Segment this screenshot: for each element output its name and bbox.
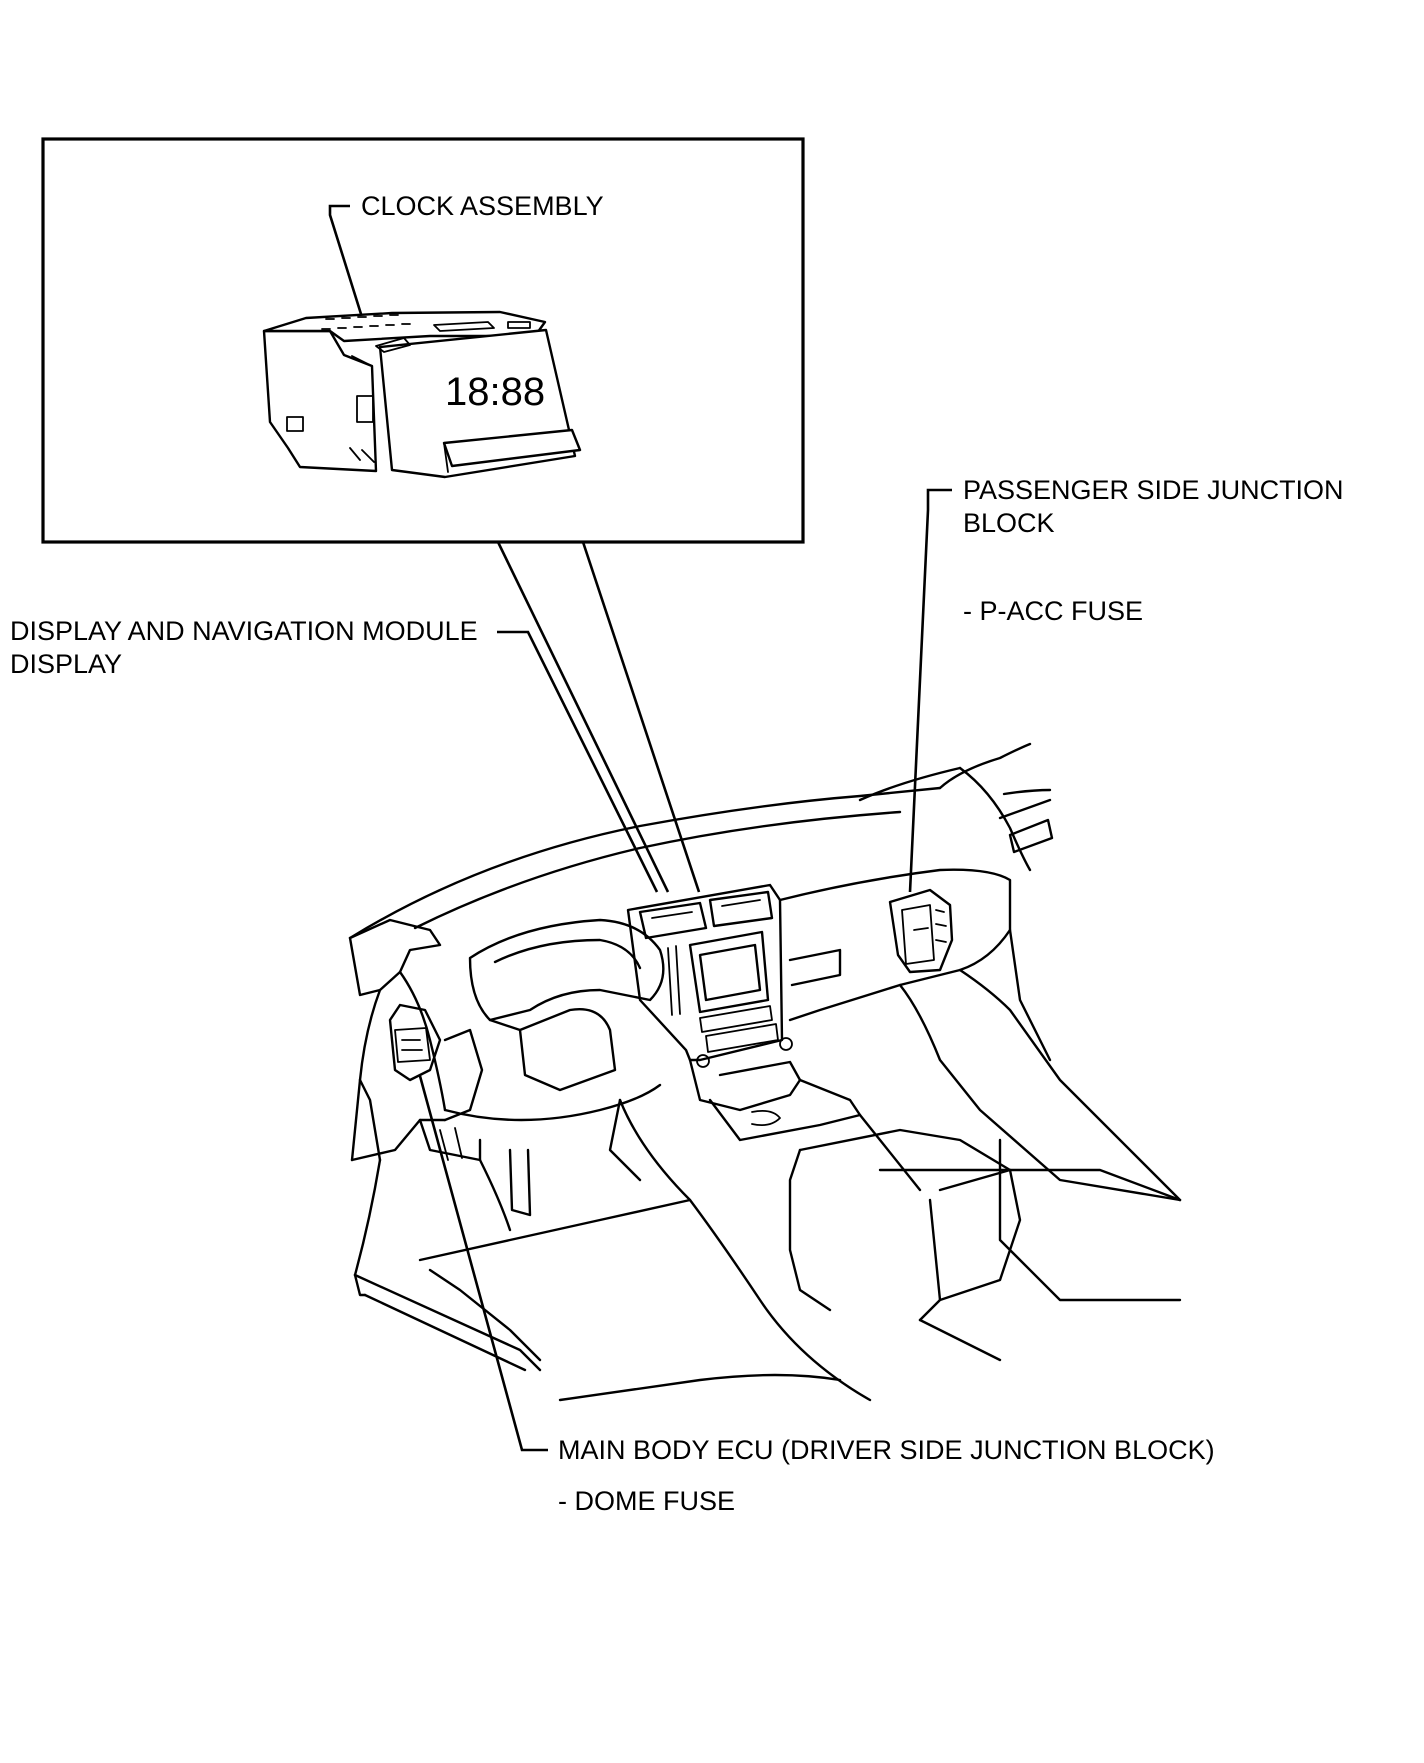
p-acc-fuse-label: - P-ACC FUSE xyxy=(963,596,1144,626)
clock-digits: 18:88 xyxy=(445,370,545,414)
clock-assembly-leader xyxy=(328,204,368,331)
passenger-junction-label-line1: PASSENGER SIDE JUNCTION xyxy=(963,475,1344,505)
display-nav-label-line2: DISPLAY xyxy=(10,649,123,679)
display-nav-leader xyxy=(497,630,659,893)
inset-leader-right xyxy=(581,541,701,893)
passenger-junction-label-line2: BLOCK xyxy=(963,508,1055,538)
dome-fuse-label: - DOME FUSE xyxy=(558,1486,736,1516)
display-nav-label-line1: DISPLAY AND NAVIGATION MODULE xyxy=(10,616,478,646)
detail-inset-frame xyxy=(41,137,805,544)
clock-assembly-drawing: 18:88 xyxy=(262,310,582,479)
clock-assembly-label: CLOCK ASSEMBLY xyxy=(361,191,604,221)
dashboard-interior-drawing xyxy=(348,742,1182,1402)
main-body-ecu-leader xyxy=(418,1075,548,1452)
inset-leader-left xyxy=(496,541,670,893)
main-body-ecu-label: MAIN BODY ECU (DRIVER SIDE JUNCTION BLOC… xyxy=(558,1435,1215,1465)
passenger-junction-leader xyxy=(908,488,952,893)
